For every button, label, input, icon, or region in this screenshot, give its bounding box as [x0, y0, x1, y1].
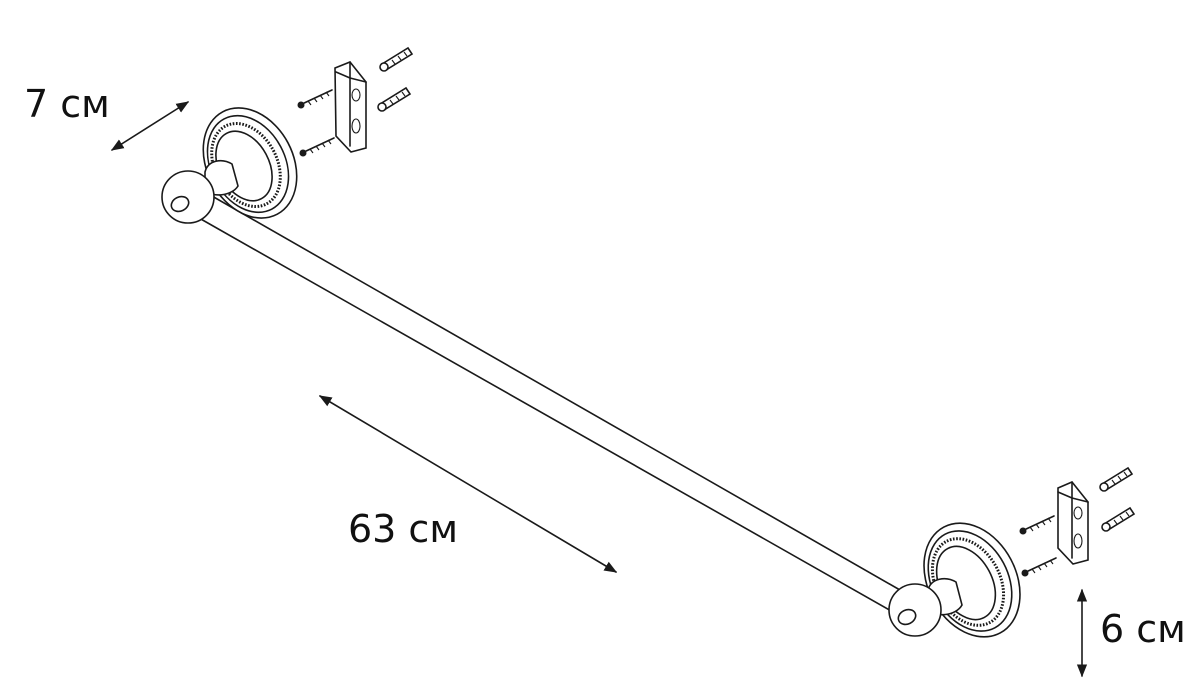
dimension-height-label: 6 см — [1100, 607, 1186, 651]
rosette-left — [202, 107, 298, 219]
screw — [1021, 557, 1057, 577]
end-ball-right — [888, 583, 942, 637]
mounting-bracket — [334, 61, 367, 153]
dimension-depth-label: 7 см — [24, 82, 110, 126]
wall-plug — [377, 86, 412, 112]
dimension-depth: 7 см — [24, 82, 190, 151]
wall-plug — [1101, 506, 1136, 532]
wall-plug — [1099, 466, 1134, 492]
screw — [299, 137, 335, 157]
screw — [297, 89, 333, 109]
dimension-length: 63 см — [318, 395, 618, 573]
towel-rail — [191, 187, 901, 613]
wall-plug — [379, 46, 414, 72]
end-ball-left — [161, 170, 215, 224]
dimension-length-label: 63 см — [348, 507, 458, 551]
screw — [1019, 515, 1055, 535]
mounting-bracket — [1057, 481, 1089, 565]
dimension-height: 6 см — [1076, 588, 1186, 678]
